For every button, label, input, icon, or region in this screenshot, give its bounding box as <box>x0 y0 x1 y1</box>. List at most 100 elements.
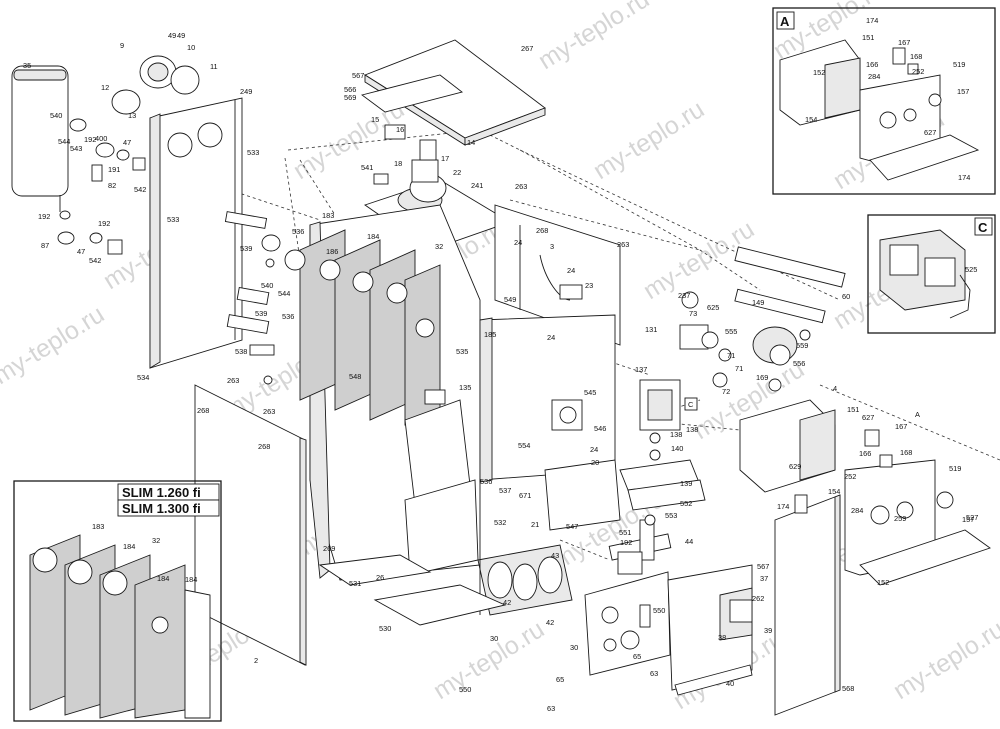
callout-c: C <box>688 400 694 409</box>
part-number-label: 263 <box>263 407 275 416</box>
inset-a: A <box>772 7 996 195</box>
part-number-label: 152 <box>877 578 889 587</box>
inspection-window <box>667 564 753 691</box>
part-number-label: 554 <box>518 441 530 450</box>
bottom-strip <box>674 664 753 696</box>
part-number-label: 538 <box>235 347 247 356</box>
part-number-label: 537 <box>499 486 511 495</box>
part-number-label: 37 <box>760 574 768 583</box>
part-number-label: 241 <box>471 181 483 190</box>
part-number-label: 16 <box>396 125 404 134</box>
part-number-label: 47 <box>77 247 85 256</box>
part-number-label: 671 <box>519 491 531 500</box>
part-number-label: 131 <box>645 325 657 334</box>
front-left-door <box>194 384 307 666</box>
expansion-vessel-group <box>11 55 200 255</box>
part-number-label: 151 <box>862 33 874 42</box>
part-number-label: 38 <box>718 633 726 642</box>
part-number-label: 2 <box>254 656 258 665</box>
part-number-label: 60 <box>842 292 850 301</box>
part-number-label: 12 <box>101 83 109 92</box>
part-number-label: 184 <box>367 232 379 241</box>
part-number-label: 32 <box>435 242 443 251</box>
part-number-label: 536 <box>480 477 492 486</box>
part-number-label: 184 <box>185 575 197 584</box>
part-number-label: 567 <box>757 562 769 571</box>
part-number-label: 542 <box>134 185 146 194</box>
part-number-label: 11 <box>210 62 218 71</box>
part-number-label: 65 <box>556 675 564 684</box>
part-number-label: 152 <box>813 68 825 77</box>
inset-c: C <box>867 214 996 334</box>
part-number-label: 535 <box>456 347 468 356</box>
part-number-label: 531 <box>349 579 361 588</box>
callouts: C <box>684 397 698 411</box>
part-number-label: 22 <box>453 168 461 177</box>
part-number-label: 82 <box>108 181 116 190</box>
part-number-label: 185 <box>484 330 496 339</box>
part-number-label: 536 <box>292 227 304 236</box>
part-number-label: 567 <box>352 71 364 80</box>
part-number-label: 267 <box>521 44 533 53</box>
part-number-label: 551 <box>619 528 631 537</box>
part-number-label: 543 <box>70 144 82 153</box>
part-number-label: 547 <box>566 522 578 531</box>
part-number-label: 539 <box>255 309 267 318</box>
part-number-label: 549 <box>504 295 516 304</box>
bottom-tray <box>318 554 507 626</box>
part-number-label: 183 <box>92 522 104 531</box>
watermark-text: my-teplo.ru <box>428 615 549 705</box>
boiler-body <box>284 204 481 581</box>
part-number-label: 17 <box>441 154 449 163</box>
part-number-label: 542 <box>89 256 101 265</box>
inset-slim: SLIM 1.260 fi SLIM 1.300 fi <box>13 480 222 722</box>
part-number-label: 519 <box>953 60 965 69</box>
rear-right-panel <box>494 204 621 346</box>
front-right-door <box>774 494 841 716</box>
part-number-label: 268 <box>197 406 209 415</box>
part-number-label: 149 <box>752 298 764 307</box>
part-number-label: 63 <box>650 669 658 678</box>
part-number-label: 548 <box>349 372 361 381</box>
part-number-label: 192 <box>620 538 632 547</box>
part-number-label: 284 <box>868 72 880 81</box>
part-number-label: 174 <box>777 502 789 511</box>
part-number-label: 569 <box>344 93 356 102</box>
part-number-label: 192 <box>84 135 96 144</box>
part-number-label: 167 <box>898 38 910 47</box>
part-number-label: 559 <box>796 341 808 350</box>
burner-plate <box>584 571 671 676</box>
part-number-label: 63 <box>547 704 555 713</box>
part-number-label: 263 <box>515 182 527 191</box>
burner-assembly <box>477 544 573 616</box>
part-number-label: 259 <box>894 514 906 523</box>
part-number-label: 252 <box>844 472 856 481</box>
part-number-label: 544 <box>58 137 70 146</box>
gas-valve <box>639 379 681 461</box>
part-number-label: 184 <box>157 574 169 583</box>
part-number-label: 10 <box>187 43 195 52</box>
part-number-label: 268 <box>536 226 548 235</box>
part-number-label: 167 <box>895 422 907 431</box>
part-number-label: 24 <box>514 238 522 247</box>
part-number-label: 40 <box>726 679 734 688</box>
part-number-label: 169 <box>756 373 768 382</box>
part-number-label: 20 <box>591 458 599 467</box>
part-number-label: 530 <box>379 624 391 633</box>
part-number-label: 42 <box>546 618 554 627</box>
inset-c-letter: C <box>978 220 988 235</box>
part-number-label: 553 <box>665 511 677 520</box>
part-number-label: 625 <box>707 303 719 312</box>
part-number-label: 21 <box>531 520 539 529</box>
part-number-label: 183 <box>322 211 334 220</box>
part-number-label: 249 <box>240 87 252 96</box>
part-number-label: 138 <box>686 425 698 434</box>
part-number-label: 26 <box>376 573 384 582</box>
part-number-label: 139 <box>680 479 692 488</box>
left-side-panel <box>149 97 243 369</box>
part-number-label: 154 <box>805 115 817 124</box>
part-number-label: 18 <box>394 159 402 168</box>
part-number-label: 71 <box>735 364 743 373</box>
part-number-label: 263 <box>617 240 629 249</box>
